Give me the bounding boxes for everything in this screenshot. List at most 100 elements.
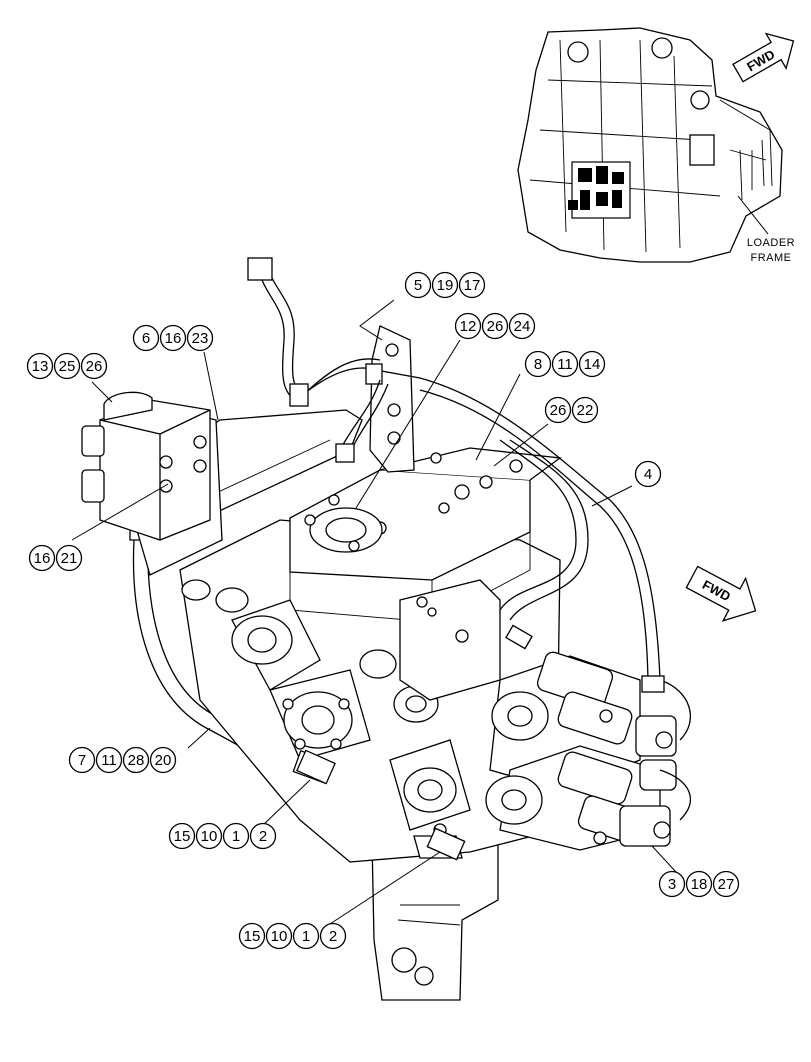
leader-lines — [71, 299, 677, 925]
callout-number: 21 — [61, 550, 78, 567]
callout-bubble — [55, 544, 83, 572]
callout-group-26-22: 26 22 — [544, 396, 599, 424]
callout-bubble — [658, 870, 686, 898]
lower-mounting-bracket — [371, 839, 499, 1001]
callout-number: 12 — [460, 318, 477, 335]
callout-number: 10 — [271, 928, 288, 945]
callout-bubble — [186, 324, 214, 352]
solenoid-block-left — [81, 391, 211, 541]
inset-valve-assembly — [568, 161, 631, 219]
callout-bubble — [238, 922, 266, 950]
callout-number: 6 — [142, 330, 150, 347]
callout-bubble — [508, 312, 536, 340]
callout-number: 23 — [192, 330, 209, 347]
callout-number: 18 — [691, 876, 708, 893]
callout-bubble — [222, 822, 250, 850]
callout-number: 15 — [244, 928, 261, 945]
callout-number: 10 — [201, 828, 218, 845]
inset-fwd-arrow: FWD — [732, 32, 795, 83]
callout-number: 26 — [550, 402, 567, 419]
callout-number: 11 — [101, 752, 117, 769]
left-spool-section — [181, 579, 371, 784]
loader-frame-label-line2: FRAME — [751, 252, 792, 264]
bottom-fitting-center — [426, 827, 466, 861]
callout-number: 20 — [155, 752, 172, 769]
callout-number: 17 — [464, 277, 481, 294]
callout-bubble — [571, 396, 599, 424]
bottom-fitting-left — [296, 749, 336, 785]
callout-bubble — [132, 324, 160, 352]
callout-number: 16 — [165, 330, 182, 347]
callout-group-7-11-28-20: 7 11 28 20 — [68, 746, 177, 774]
right-spool-stack — [485, 651, 691, 851]
callout-number: 16 — [34, 550, 51, 567]
callout-bubble — [712, 870, 740, 898]
callout-group-13-25-26: 13 25 26 — [26, 352, 108, 380]
callout-number: 22 — [577, 402, 594, 419]
callout-number: 28 — [128, 752, 145, 769]
callout-bubble — [80, 352, 108, 380]
callout-number: 8 — [534, 356, 542, 373]
callout-bubble — [458, 271, 486, 299]
callout-number: 25 — [59, 358, 76, 375]
callout-number: 26 — [487, 318, 504, 335]
wire-harness-top — [247, 257, 421, 463]
callout-number: 14 — [584, 356, 601, 373]
callout-bubble — [26, 352, 54, 380]
callout-number: 1 — [232, 828, 240, 845]
callout-number: 27 — [718, 876, 735, 893]
main-assembly — [81, 257, 691, 1001]
callout-bubble — [265, 922, 293, 950]
callout-bubble — [404, 271, 432, 299]
callout-bubble — [95, 746, 123, 774]
loader-frame-label-line1: LOADER — [747, 237, 795, 249]
callout-number: 15 — [174, 828, 191, 845]
callout-bubble — [168, 822, 196, 850]
callout-number: 2 — [259, 828, 267, 845]
callout-bubble — [292, 922, 320, 950]
callout-bubble — [159, 324, 187, 352]
callout-number: 5 — [414, 277, 422, 294]
callout-bubble — [551, 350, 579, 378]
callout-bubble — [28, 544, 56, 572]
callout-bubble — [634, 460, 662, 488]
callout-number: 26 — [86, 358, 103, 375]
callout-number: 24 — [514, 318, 531, 335]
callout-bubble — [431, 271, 459, 299]
callout-number: 2 — [329, 928, 337, 945]
callout-bubble — [195, 822, 223, 850]
main-fwd-arrow: FWD — [685, 565, 757, 622]
long-right-hose — [419, 377, 661, 681]
callout-bubble — [578, 350, 606, 378]
callout-number: 11 — [557, 356, 573, 373]
callout-group-8-11-14: 8 11 14 — [524, 350, 606, 378]
callout-bubble — [544, 396, 572, 424]
callout-group-5-19-17: 5 19 17 — [404, 271, 486, 299]
callout-number: 4 — [644, 466, 652, 483]
callout-bubble — [68, 746, 96, 774]
callout-number: 1 — [302, 928, 310, 945]
callout-group-15-10-1-2-a: 15 10 1 2 — [168, 822, 277, 850]
callout-bubble — [149, 746, 177, 774]
callout-group-15-10-1-2-b: 15 10 1 2 — [238, 922, 347, 950]
callout-bubble — [319, 922, 347, 950]
callout-bubble — [53, 352, 81, 380]
rear-vertical-plate — [369, 325, 415, 473]
callout-number: 7 — [78, 752, 86, 769]
callout-number: 19 — [437, 277, 454, 294]
callout-bubble — [249, 822, 277, 850]
loader-frame-inset: LOADER FRAME FWD — [517, 27, 795, 264]
callout-bubble — [524, 350, 552, 378]
loader-frame-leader — [737, 195, 769, 235]
callout-group-12-26-24: 12 26 24 — [454, 312, 536, 340]
callout-group-6-16-23: 6 16 23 — [132, 324, 214, 352]
callout-number: 13 — [32, 358, 49, 375]
callout-bubble — [685, 870, 713, 898]
callout-group-4: 4 — [634, 460, 662, 488]
callout-bubble — [481, 312, 509, 340]
